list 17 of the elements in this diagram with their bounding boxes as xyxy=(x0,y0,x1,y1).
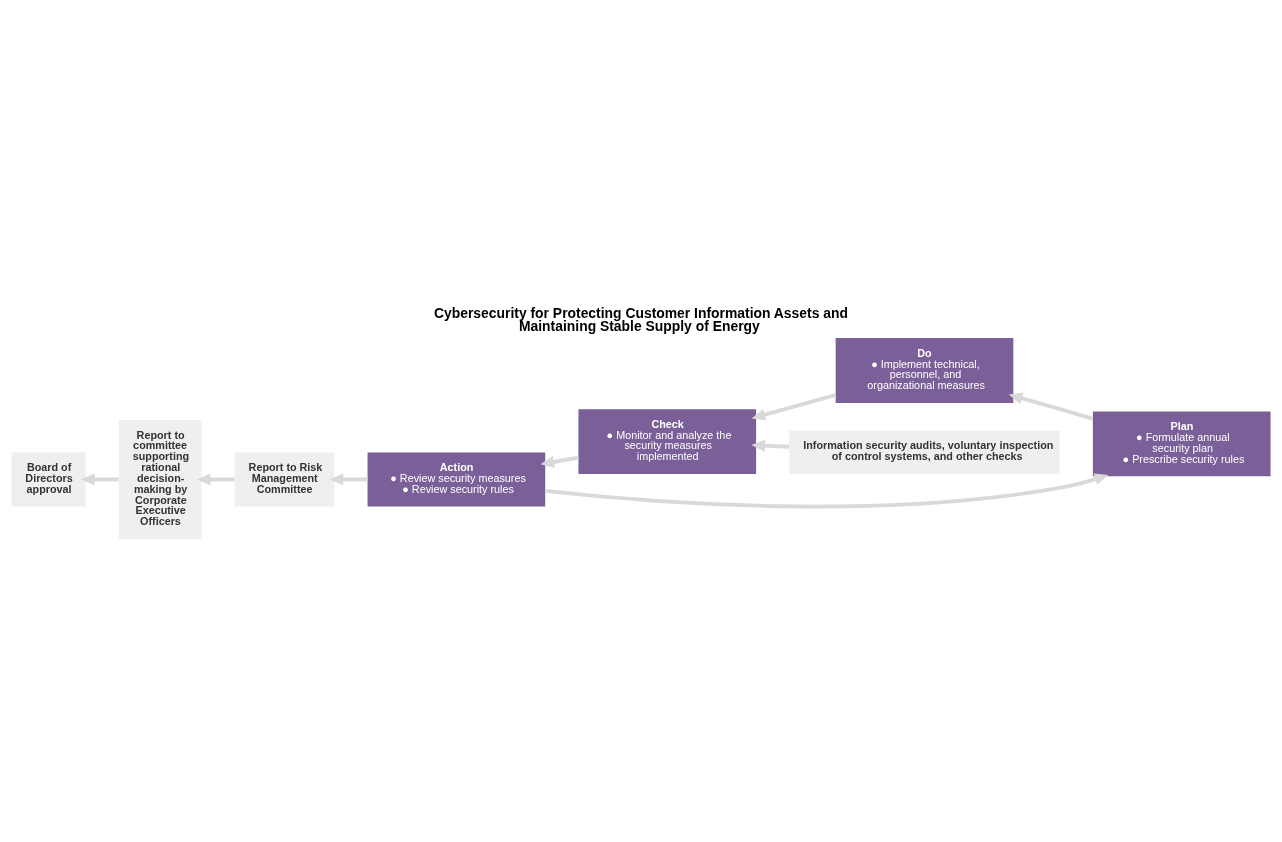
node-box: Report to Risk Management Committee xyxy=(234,451,335,506)
arrow xyxy=(196,472,235,485)
node-box: Action ● Review security measures ● Review security rules xyxy=(367,451,546,506)
arrow xyxy=(540,455,579,468)
arrow xyxy=(545,472,1109,508)
arrow xyxy=(1008,392,1094,420)
arrow xyxy=(329,472,368,485)
node-box: Plan ● Formulate annual security plan ● Prescribe security rules xyxy=(1092,410,1271,476)
node-box: Report to committee supporting rational decision-making by Corporate Executive Officers xyxy=(118,419,202,539)
arrow xyxy=(751,439,790,452)
node-box: Check ● Monitor and analyze the security measures implemented xyxy=(578,408,757,474)
arrow xyxy=(751,392,836,420)
arrow xyxy=(81,472,119,485)
node-box: Information security audits, voluntary inspection of control systems, and other checks xyxy=(789,430,1060,474)
diagram-title: Cybersecurity for Protecting Customer Information Assets and Maintaining Stable Supply of Energy xyxy=(433,304,848,334)
node-box: Board of Directors approval xyxy=(11,451,86,506)
node-box: Do ● Implement technical, personnel, and organizational measures xyxy=(835,337,1014,403)
